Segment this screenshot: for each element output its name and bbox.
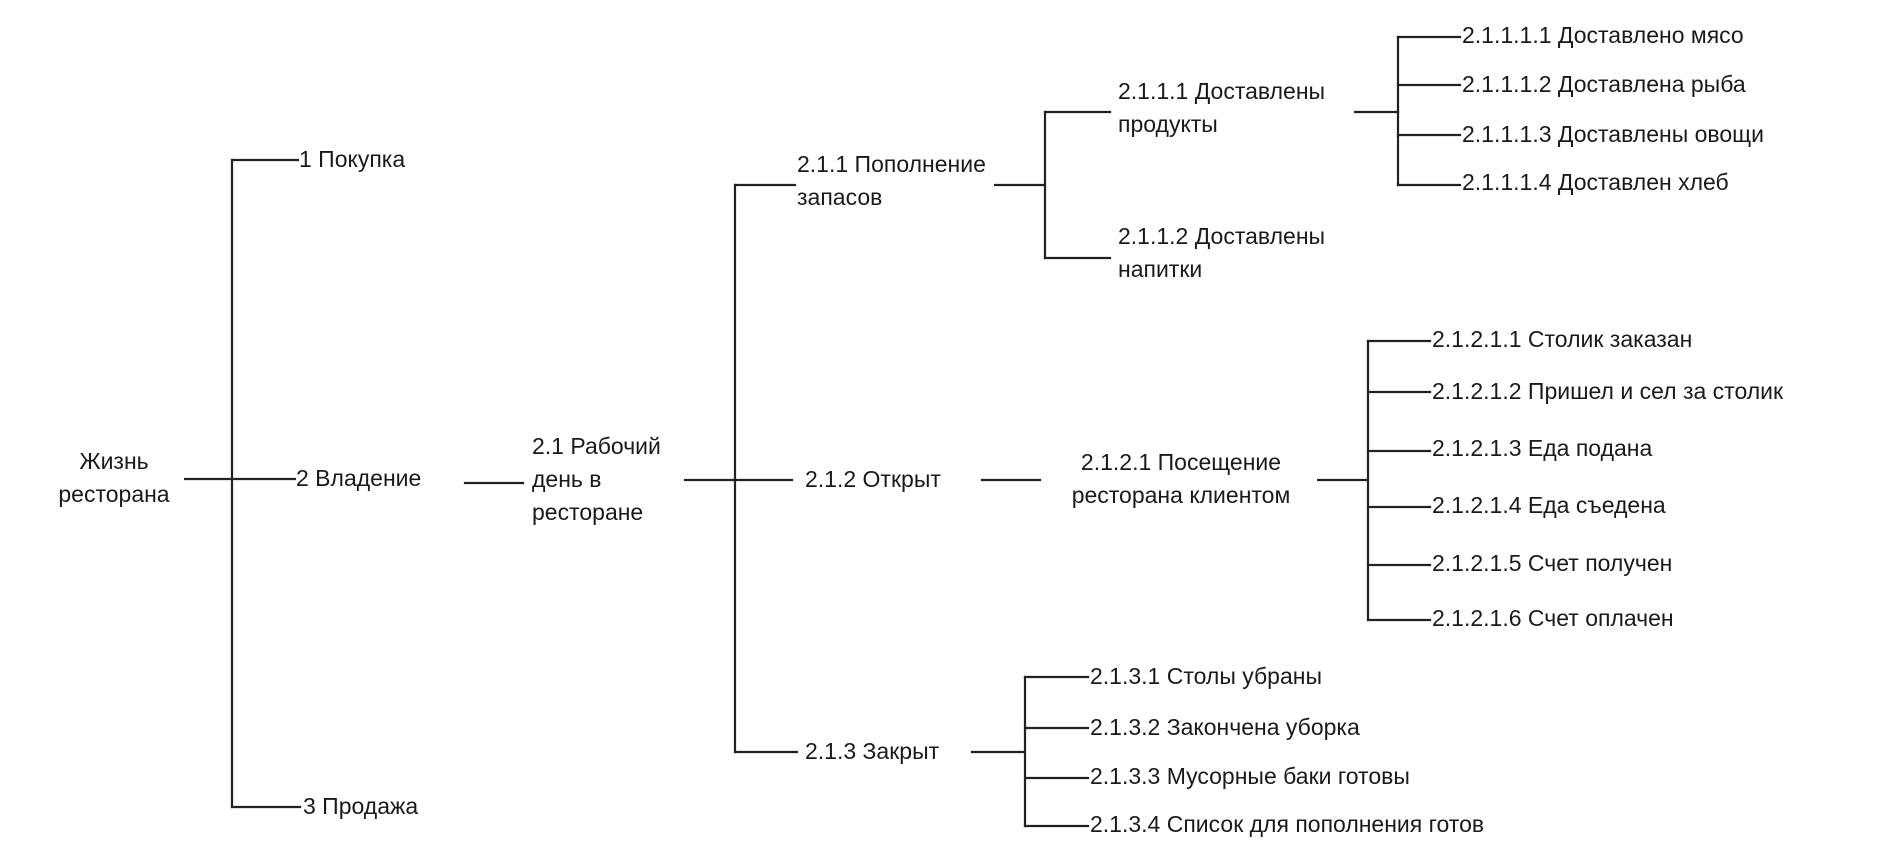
node-2-1-1-1-2: 2.1.1.1.2 Доставлена рыба [1462,68,1746,101]
node-1-purchase: 1 Покупка [299,143,406,176]
node-2-1-2-1-2: 2.1.2.1.2 Пришел и сел за столик [1432,375,1784,408]
node-2-1-1-2-drinks-delivered: 2.1.1.2 Доставлены напитки [1118,220,1326,286]
node-2-1-2-1-6: 2.1.2.1.6 Счет оплачен [1432,602,1674,635]
node-2-1-2-open: 2.1.2 Открыт [805,463,941,496]
root-node-restaurant-life: Жизнь ресторана [44,445,184,511]
node-2-1-2-1-1: 2.1.2.1.1 Столик заказан [1432,323,1693,356]
node-2-1-2-1-client-visit: 2.1.2.1 Посещение ресторана клиентом [1045,446,1317,512]
node-2-1-3-3: 2.1.3.3 Мусорные баки готовы [1090,760,1410,793]
node-2-1-2-1-5: 2.1.2.1.5 Счет получен [1432,547,1673,580]
node-3-sale: 3 Продажа [303,790,419,823]
node-2-1-working-day: 2.1 Рабочий день в ресторане [532,430,661,529]
node-2-1-3-4: 2.1.3.4 Список для пополнения готов [1090,808,1485,841]
node-2-ownership: 2 Владение [296,462,422,495]
node-2-1-2-1-4: 2.1.2.1.4 Еда съедена [1432,489,1666,522]
node-2-1-1-restocking: 2.1.1 Пополнение запасов [797,148,986,214]
node-2-1-3-1: 2.1.3.1 Столы убраны [1090,660,1322,693]
node-2-1-1-1-1: 2.1.1.1.1 Доставлено мясо [1462,19,1744,52]
node-2-1-3-closed: 2.1.3 Закрыт [805,735,940,768]
node-2-1-1-1-3: 2.1.1.1.3 Доставлены овощи [1462,118,1764,151]
node-2-1-2-1-3: 2.1.2.1.3 Еда подана [1432,432,1653,465]
node-2-1-1-1-products-delivered: 2.1.1.1 Доставлены продукты [1118,75,1326,141]
node-2-1-3-2: 2.1.3.2 Закончена уборка [1090,711,1360,744]
node-2-1-1-1-4: 2.1.1.1.4 Доставлен хлеб [1462,166,1729,199]
